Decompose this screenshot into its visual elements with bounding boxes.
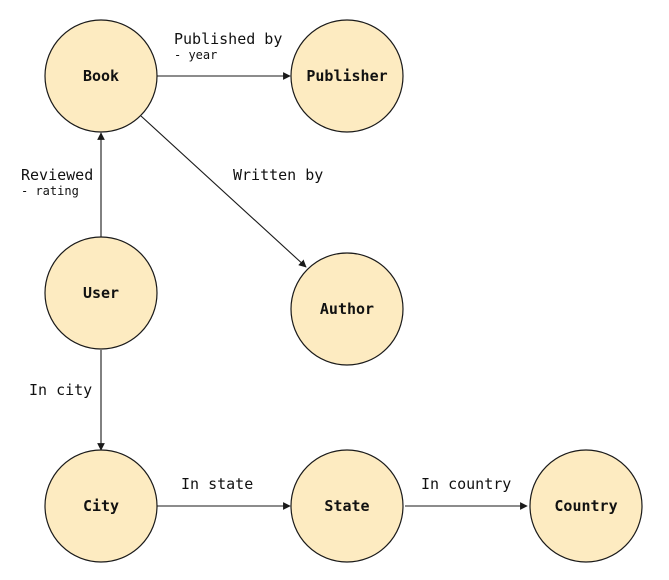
node-user: User (44, 236, 158, 350)
node-publisher: Publisher (290, 19, 404, 133)
node-circle-publisher (290, 19, 404, 133)
edge-label-in-country: In country (421, 475, 511, 493)
edge-label-reviewed: Reviewed (21, 166, 93, 184)
node-circle-user (44, 236, 158, 350)
node-book: Book (44, 19, 158, 133)
node-circle-book (44, 19, 158, 133)
node-circle-author (290, 252, 404, 366)
node-label-author: Author (320, 300, 374, 318)
node-label-user: User (83, 284, 119, 302)
edge-label-published-by: Published by (174, 30, 282, 48)
edge-in-country: In country (405, 475, 528, 510)
node-state: State (290, 449, 404, 563)
edge-attribute-year: - year (174, 48, 217, 62)
edge-in-state: In state (157, 475, 291, 510)
node-label-book: Book (83, 67, 119, 85)
node-label-city: City (83, 497, 119, 515)
edge-label-in-state: In state (181, 475, 253, 493)
node-circle-state (290, 449, 404, 563)
edge-published-by: Published by - year (157, 30, 291, 80)
edge-written-by: Written by (140, 115, 323, 268)
node-author: Author (290, 252, 404, 366)
edge-in-city: In city (29, 350, 105, 451)
edge-label-in-city: In city (29, 381, 92, 399)
node-label-country: Country (554, 497, 617, 515)
edge-label-written-by: Written by (233, 166, 323, 184)
edge-reviewed: Reviewed - rating (21, 132, 105, 237)
edge-attribute-rating: - rating (21, 184, 79, 198)
edge-line-written-by (140, 115, 307, 268)
node-label-publisher: Publisher (306, 67, 387, 85)
node-country: Country (529, 449, 643, 563)
node-label-state: State (324, 497, 369, 515)
node-city: City (44, 449, 158, 563)
node-circle-country (529, 449, 643, 563)
node-circle-city (44, 449, 158, 563)
